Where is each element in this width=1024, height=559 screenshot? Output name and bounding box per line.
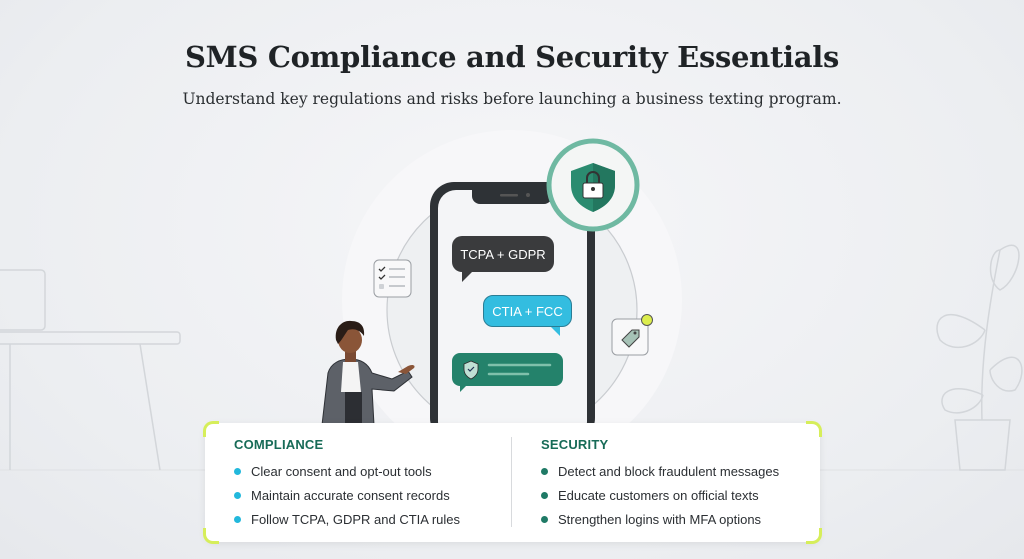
- checklist-icon: [373, 259, 412, 298]
- list-item-text: Follow TCPA, GDPR and CTIA rules: [251, 511, 461, 527]
- list-item-text: Maintain accurate consent records: [251, 487, 450, 503]
- list-item: Detect and block fraudulent messages: [541, 459, 779, 483]
- bullet-icon: [541, 491, 548, 499]
- shield-lock-icon: [546, 138, 640, 232]
- verified-message-bubble: [452, 353, 563, 386]
- plant-illustration: [936, 244, 1023, 471]
- security-section: SECURITY Detect and block fraudulent mes…: [541, 437, 779, 531]
- person-illustration: [321, 320, 415, 426]
- bullet-icon: [234, 467, 241, 475]
- essentials-card: COMPLIANCE Clear consent and opt-out too…: [203, 421, 822, 544]
- list-item: Maintain accurate consent records: [234, 483, 460, 507]
- message-bubble-carriers: CTIA + FCC: [483, 295, 572, 327]
- list-item: Clear consent and opt-out tools: [234, 459, 460, 483]
- message-bubble-regulations: TCPA + GDPR: [452, 236, 554, 272]
- compliance-section: COMPLIANCE Clear consent and opt-out too…: [234, 437, 460, 531]
- list-item-text: Educate customers on official texts: [558, 487, 759, 503]
- bullet-icon: [541, 515, 548, 523]
- list-item-text: Detect and block fraudulent messages: [558, 463, 780, 479]
- divider: [511, 437, 512, 527]
- price-tag-icon: [611, 314, 653, 356]
- page-subtitle: Understand key regulations and risks bef…: [182, 90, 842, 108]
- list-item-text: Clear consent and opt-out tools: [251, 463, 432, 479]
- list-item: Follow TCPA, GDPR and CTIA rules: [234, 507, 460, 531]
- corner-accent: [806, 528, 822, 544]
- page-title: SMS Compliance and Security Essentials: [184, 40, 840, 74]
- bullet-icon: [234, 491, 241, 499]
- list-item-text: Strengthen logins with MFA options: [558, 511, 762, 527]
- corner-accent: [806, 421, 822, 437]
- corner-accent: [203, 421, 219, 437]
- bullet-icon: [234, 515, 241, 523]
- desk-illustration: [0, 269, 181, 471]
- security-heading: SECURITY: [541, 437, 609, 452]
- bullet-icon: [541, 467, 548, 475]
- list-item: Educate customers on official texts: [541, 483, 779, 507]
- corner-accent: [203, 528, 219, 544]
- compliance-heading: COMPLIANCE: [234, 437, 324, 452]
- list-item: Strengthen logins with MFA options: [541, 507, 779, 531]
